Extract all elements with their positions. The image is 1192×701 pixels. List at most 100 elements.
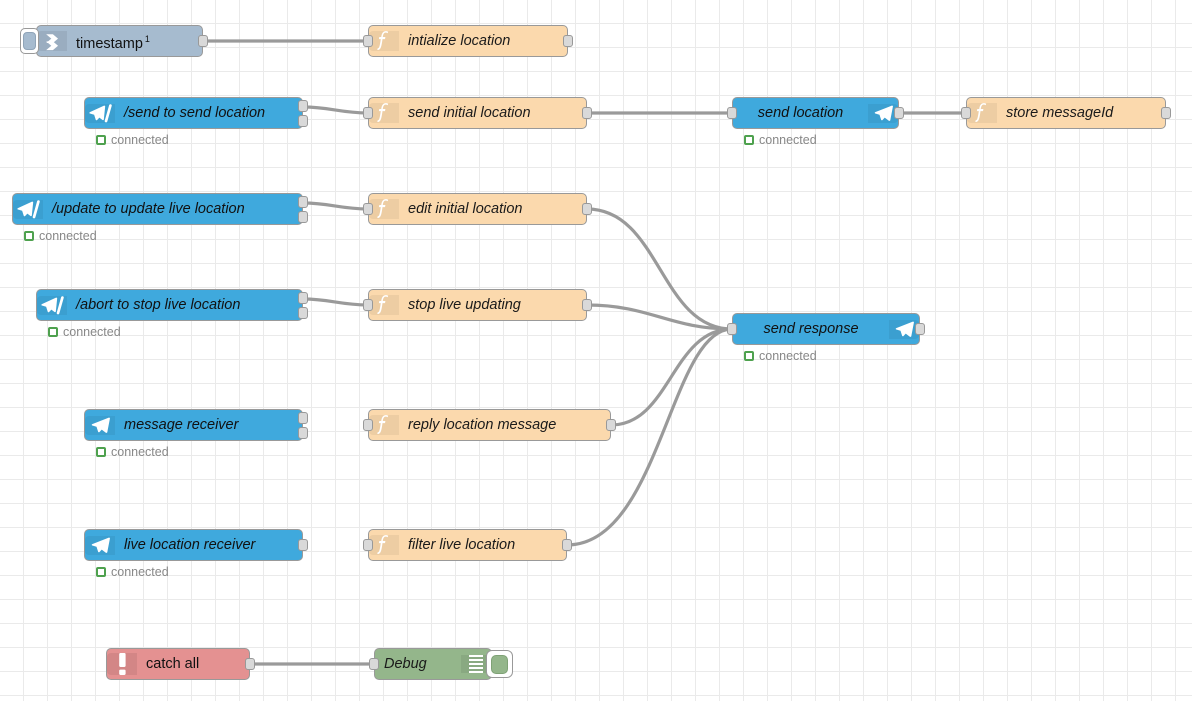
node-icon-box <box>369 535 399 555</box>
node-send-cmd[interactable]: /send to send location <box>84 97 308 129</box>
function-f-icon <box>376 199 392 219</box>
status-label: connected <box>759 133 817 147</box>
node-filter-live-loc[interactable]: filter live location <box>363 529 572 561</box>
node-reply-loc-msg[interactable]: reply location message <box>363 409 616 441</box>
input-port[interactable] <box>727 323 737 335</box>
output-port[interactable] <box>298 115 308 127</box>
wire-send-cmd-to-send-initial-loc[interactable] <box>301 105 370 115</box>
output-port[interactable] <box>894 107 904 119</box>
output-port[interactable] <box>915 323 925 335</box>
node-body: catch all <box>107 649 249 679</box>
input-port[interactable] <box>363 419 373 431</box>
status-label: connected <box>111 565 169 579</box>
output-port[interactable] <box>563 35 573 47</box>
node-icon-box <box>461 655 491 673</box>
node-body: edit initial location <box>369 194 586 224</box>
wire-edit-initial-loc-to-send-response[interactable] <box>585 207 734 331</box>
node-status: connected <box>744 133 817 147</box>
telegram-plane-icon <box>874 104 893 123</box>
node-debug[interactable]: Debug <box>369 648 513 680</box>
node-status: connected <box>48 325 121 339</box>
wire-update-cmd-to-edit-initial-loc[interactable] <box>301 201 370 211</box>
input-port[interactable] <box>727 107 737 119</box>
node-update-cmd[interactable]: /update to update live location <box>12 193 308 225</box>
node-send-location[interactable]: send location <box>727 97 904 129</box>
output-port[interactable] <box>582 203 592 215</box>
output-port[interactable] <box>1161 107 1171 119</box>
node-message-receiver[interactable]: message receiver <box>84 409 308 441</box>
output-port[interactable] <box>298 100 308 112</box>
node-label: store messageId <box>1006 105 1114 121</box>
node-body: store messageId <box>967 98 1165 128</box>
status-indicator-icon <box>96 135 106 145</box>
input-port[interactable] <box>363 299 373 311</box>
input-port[interactable] <box>363 539 373 551</box>
node-icon-box <box>868 103 898 123</box>
status-label: connected <box>759 349 817 363</box>
input-port[interactable] <box>369 658 379 670</box>
output-port[interactable] <box>298 539 308 551</box>
node-icon-box <box>13 199 43 219</box>
node-store-messageid[interactable]: store messageId <box>961 97 1171 129</box>
node-icon-box <box>889 319 919 339</box>
node-label: reply location message <box>408 417 557 433</box>
output-port[interactable] <box>582 299 592 311</box>
node-catch-all[interactable]: catch all <box>106 648 255 680</box>
node-label: send location <box>757 105 844 121</box>
node-body: Debug <box>375 649 491 679</box>
node-body: /update to update live location <box>13 194 302 224</box>
output-port[interactable] <box>298 427 308 439</box>
exclamation-icon <box>118 653 127 675</box>
output-port[interactable] <box>298 412 308 424</box>
node-icon-box <box>85 415 115 435</box>
node-edit-initial-loc[interactable]: edit initial location <box>363 193 592 225</box>
output-port[interactable] <box>298 292 308 304</box>
node-stop-live-upd[interactable]: stop live updating <box>363 289 592 321</box>
debug-list-icon <box>469 655 483 673</box>
output-port[interactable] <box>245 658 255 670</box>
status-label: connected <box>63 325 121 339</box>
node-initialize-loc[interactable]: intialize location <box>363 25 573 57</box>
output-port[interactable] <box>582 107 592 119</box>
node-body: send initial location <box>369 98 586 128</box>
input-port[interactable] <box>961 107 971 119</box>
output-port[interactable] <box>298 307 308 319</box>
node-label: edit initial location <box>408 201 523 217</box>
node-label: stop live updating <box>408 297 521 313</box>
telegram-plane-icon <box>895 320 914 339</box>
node-icon-box <box>369 199 399 219</box>
function-f-icon <box>376 415 392 435</box>
wire-stop-live-upd-to-send-response[interactable] <box>585 303 734 331</box>
node-status: connected <box>744 349 817 363</box>
output-port[interactable] <box>606 419 616 431</box>
node-send-response[interactable]: send response <box>727 313 925 345</box>
function-f-icon <box>974 103 990 123</box>
inject-trigger-button[interactable] <box>20 28 39 54</box>
status-indicator-icon <box>48 327 58 337</box>
input-port[interactable] <box>363 35 373 47</box>
node-live-loc-receiver[interactable]: live location receiver <box>84 529 308 561</box>
input-port[interactable] <box>363 107 373 119</box>
function-f-icon <box>376 295 392 315</box>
node-label: /abort to stop live location <box>76 297 241 313</box>
input-port[interactable] <box>363 203 373 215</box>
wire-abort-cmd-to-stop-live-upd[interactable] <box>301 297 370 307</box>
output-port[interactable] <box>562 539 572 551</box>
node-body: filter live location <box>369 530 566 560</box>
node-superscript: 1 <box>144 33 150 44</box>
node-icon-box <box>107 653 137 675</box>
output-port[interactable] <box>298 196 308 208</box>
node-abort-cmd[interactable]: /abort to stop live location <box>36 289 308 321</box>
output-port[interactable] <box>298 211 308 223</box>
node-send-initial-loc[interactable]: send initial location <box>363 97 592 129</box>
node-label: live location receiver <box>124 537 256 553</box>
wire-reply-loc-msg-to-send-response[interactable] <box>609 327 734 427</box>
node-body: send response <box>733 314 919 344</box>
node-body: live location receiver <box>85 530 302 560</box>
output-port[interactable] <box>198 35 208 47</box>
debug-enable-toggle[interactable] <box>486 650 513 678</box>
